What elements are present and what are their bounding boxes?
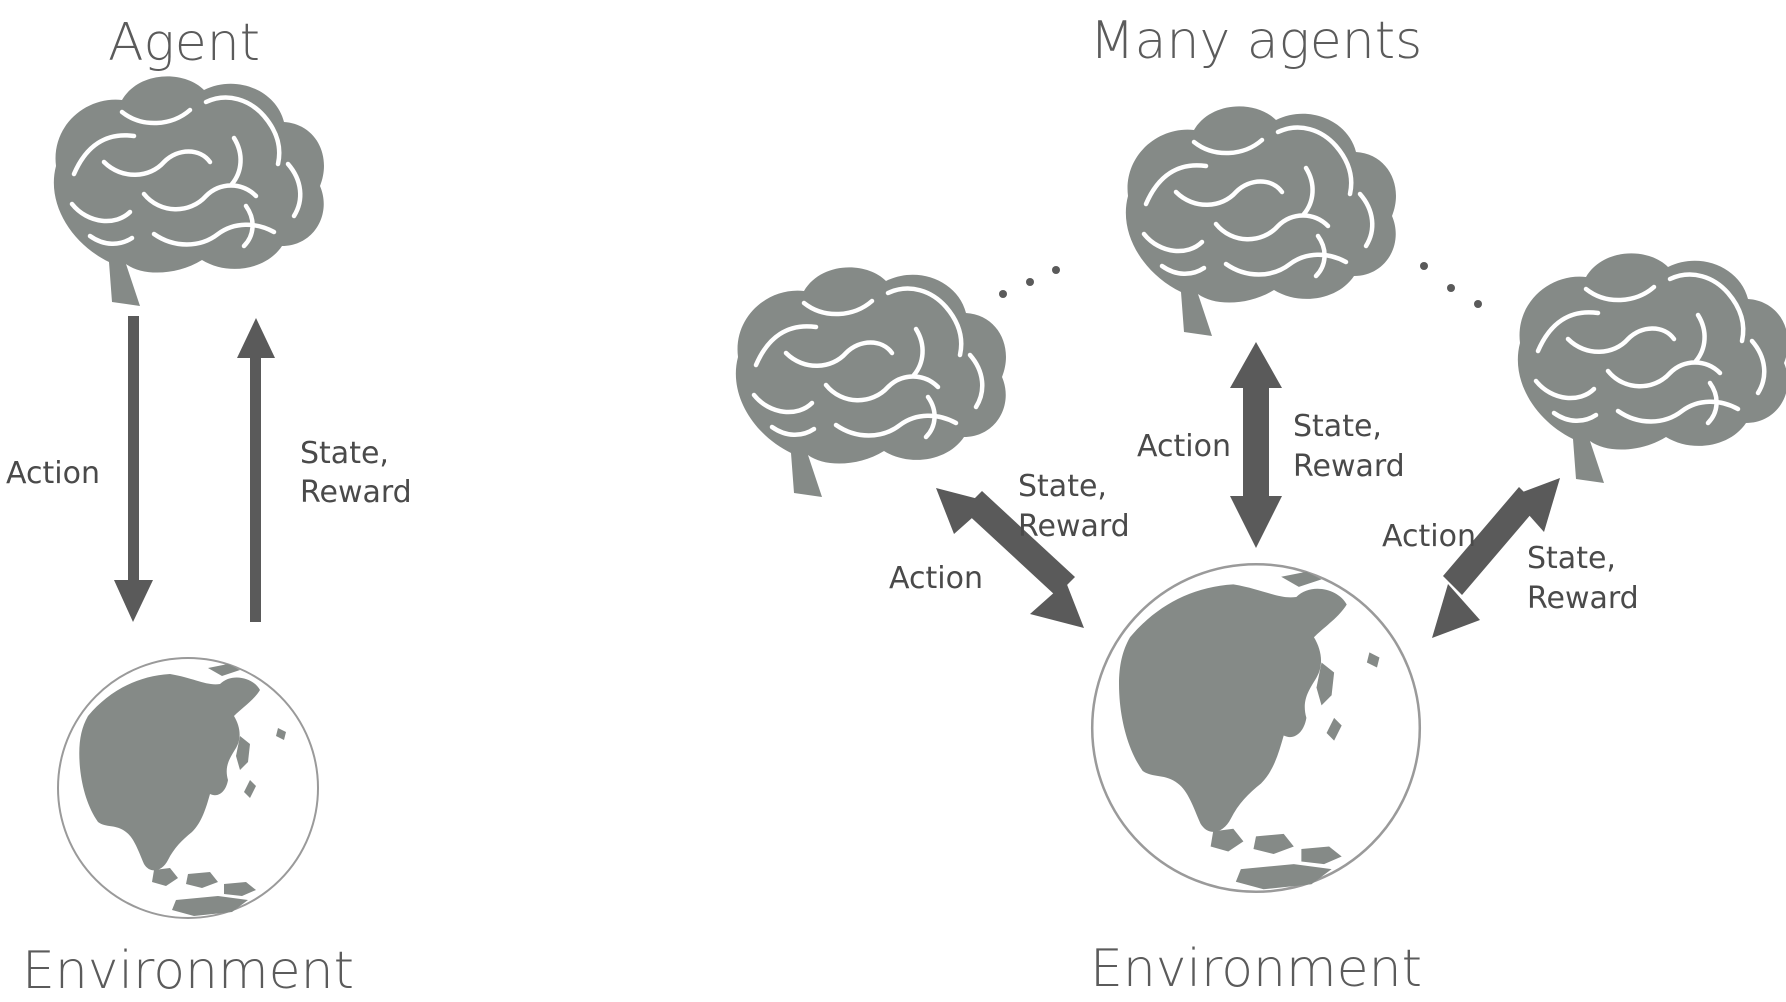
globe-icon (57, 657, 319, 919)
single-state-label: State, (300, 436, 389, 471)
center-state-label: State, (1293, 409, 1382, 444)
left-double-arrow (936, 488, 1084, 628)
ellipsis-right (1420, 262, 1482, 308)
right-double-arrow (1432, 478, 1560, 638)
brain-icon-right (1518, 253, 1786, 483)
left-reward-label: Reward (1018, 509, 1130, 544)
right-state-label: State, (1527, 541, 1616, 576)
agent-title: Agent (108, 13, 260, 73)
single-action-label: Action (6, 456, 100, 491)
center-reward-label: Reward (1293, 449, 1405, 484)
environment-title-single: Environment (22, 941, 354, 1001)
brain-icon-left (736, 267, 1006, 497)
left-state-label: State, (1018, 469, 1107, 504)
globe-icon-shared (1090, 562, 1422, 894)
right-reward-label: Reward (1527, 581, 1639, 616)
left-action-label: Action (889, 561, 983, 596)
center-double-arrow (1230, 342, 1282, 548)
environment-title-multi: Environment (1090, 939, 1422, 999)
right-action-label: Action (1382, 519, 1476, 554)
action-arrow-down (114, 316, 153, 622)
many-agents-title: Many agents (1090, 11, 1423, 71)
single-reward-label: Reward (300, 475, 412, 510)
brain-icon-center (1126, 106, 1396, 336)
state-reward-arrow-up (237, 318, 275, 622)
center-action-label: Action (1137, 429, 1231, 464)
brain-icon (54, 76, 324, 306)
ellipsis-left (999, 266, 1060, 298)
